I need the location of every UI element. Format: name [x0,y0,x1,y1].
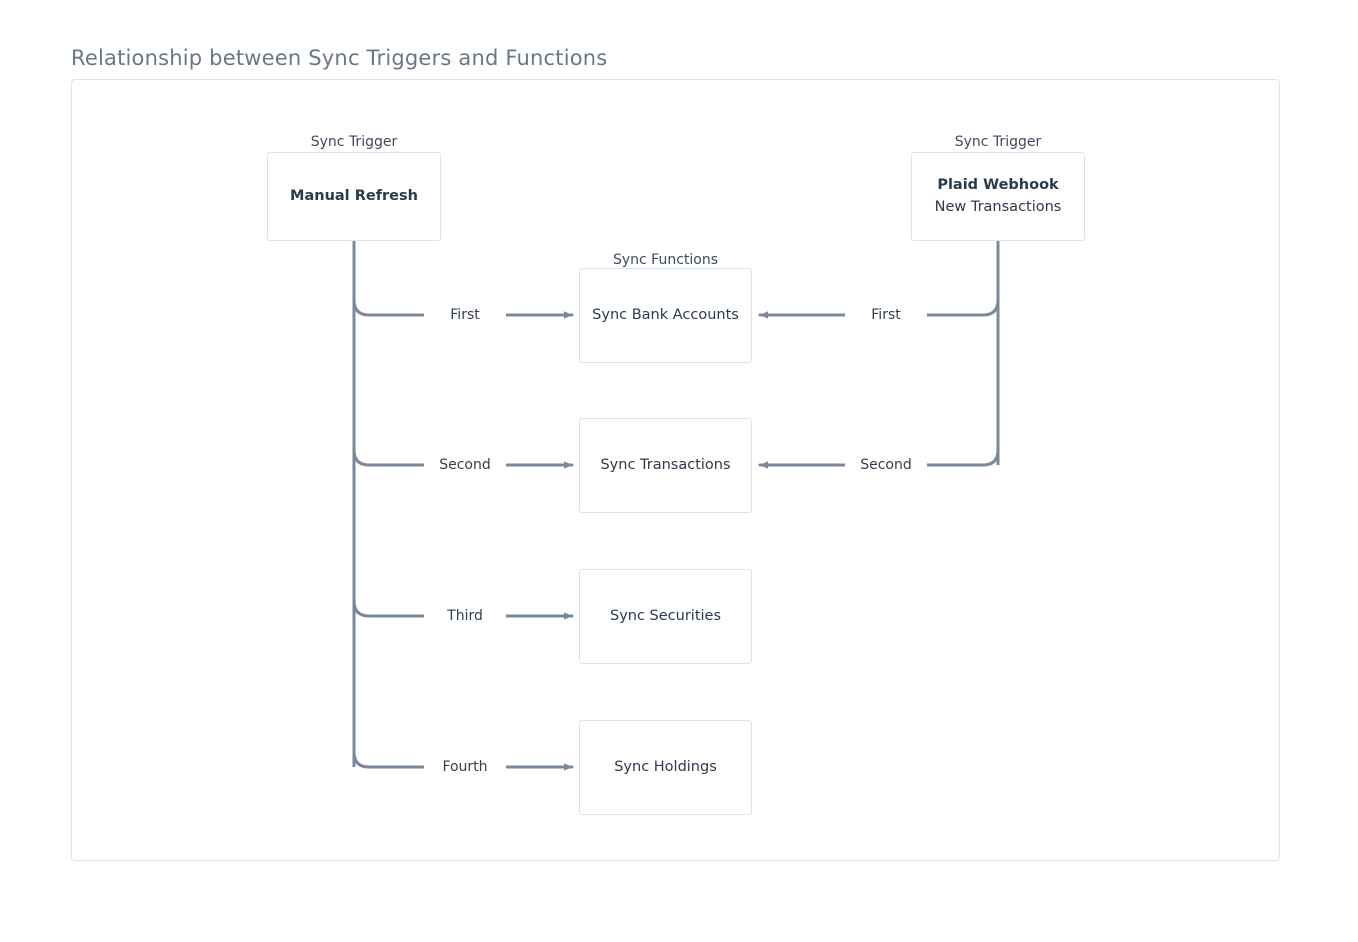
cluster-label-trigger-right: Sync Trigger [954,134,1042,150]
edge-label-webhook-second: Second [845,458,927,472]
cluster-label-functions: Sync Functions [612,252,719,268]
edge-label-manual-third: Third [424,609,506,623]
node-plaid-webhook[interactable]: Plaid Webhook New Transactions [911,152,1085,241]
edge-label-manual-second: Second [424,458,506,472]
edge-label-manual-fourth: Fourth [424,760,506,774]
node-manual-refresh[interactable]: Manual Refresh [267,152,441,241]
node-plaid-webhook-sublabel: New Transactions [934,198,1062,215]
node-sync-securities-label: Sync Securities [609,607,722,624]
node-manual-refresh-label: Manual Refresh [290,187,418,204]
node-sync-bank-accounts[interactable]: Sync Bank Accounts [579,268,752,363]
page-title: Relationship between Sync Triggers and F… [71,46,608,70]
node-sync-holdings[interactable]: Sync Holdings [579,720,752,815]
node-plaid-webhook-label: Plaid Webhook [937,177,1059,194]
cluster-label-trigger-left: Sync Trigger [310,134,398,150]
node-sync-transactions-label: Sync Transactions [600,456,731,473]
edge-label-manual-first: First [424,308,506,322]
node-sync-bank-accounts-label: Sync Bank Accounts [592,306,739,323]
edge-label-webhook-first: First [845,308,927,322]
node-sync-holdings-label: Sync Holdings [614,758,717,775]
node-sync-transactions[interactable]: Sync Transactions [579,418,752,513]
node-sync-securities[interactable]: Sync Securities [579,569,752,664]
